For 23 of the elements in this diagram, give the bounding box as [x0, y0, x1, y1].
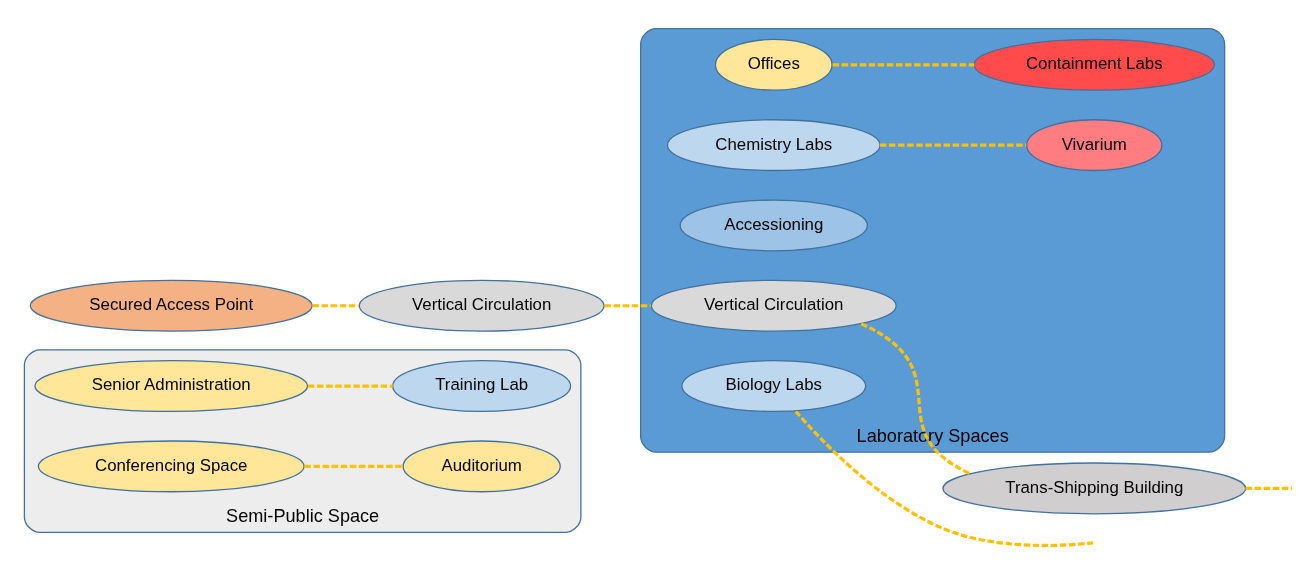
- connector: [308, 383, 393, 388]
- node-ellipse: Senior Administration: [34, 359, 309, 412]
- connector: [860, 321, 971, 475]
- node-ellipse: Secured Access Point: [29, 279, 313, 332]
- node-ellipse: Auditorium: [402, 439, 561, 492]
- node-ellipse: Conferencing Space: [37, 439, 305, 492]
- node-ellipse: Chemistry Labs: [666, 118, 881, 171]
- connector: [832, 62, 975, 66]
- connector: [880, 143, 1027, 147]
- connector: [794, 409, 1094, 547]
- connector: [1245, 486, 1292, 490]
- connector: [304, 464, 403, 468]
- node-ellipse: Training Lab: [392, 359, 572, 412]
- node-ellipse: Vivarium: [1026, 118, 1163, 171]
- node-ellipse: Offices: [714, 38, 833, 91]
- connector: [604, 303, 651, 307]
- node-ellipse: Accessioning: [679, 198, 868, 251]
- node-ellipse: Trans-Shipping Building: [942, 461, 1247, 514]
- node-ellipse: Biology Labs: [681, 359, 867, 412]
- node-ellipse: Vertical Circulation: [358, 279, 605, 332]
- node-ellipse: Containment Labs: [973, 38, 1216, 91]
- node-ellipse: Vertical Circulation: [650, 279, 897, 332]
- connector: [312, 303, 359, 307]
